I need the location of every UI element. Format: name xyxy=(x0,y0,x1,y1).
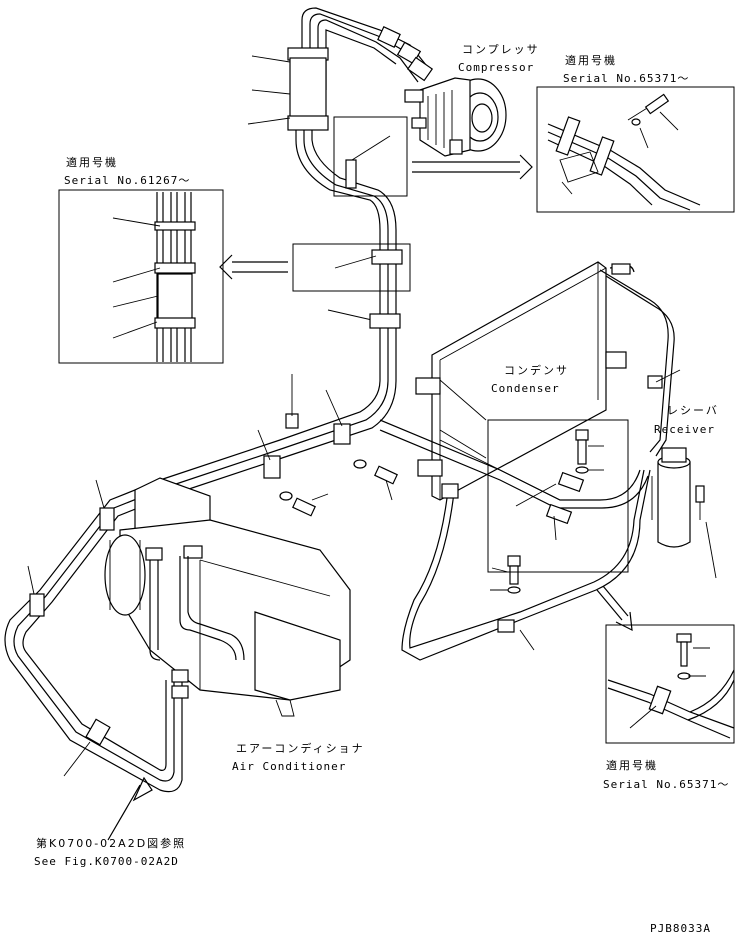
serial-bottom-right-en: Serial No.65371～ xyxy=(603,778,729,791)
compressor xyxy=(404,54,507,157)
condenser-label-jp: コンデンサ xyxy=(504,363,569,377)
serial-top-right-en: Serial No.65371～ xyxy=(563,72,689,85)
serial-top-right-jp: 適用号機 xyxy=(565,53,617,67)
compressor-label-jp: コンプレッサ xyxy=(462,43,540,56)
see-figure-label-jp: 第K0700-02A2D図参照 xyxy=(36,836,186,850)
hardware-condenser xyxy=(487,419,629,651)
serial-top-left-jp: 適用号機 xyxy=(66,155,118,169)
condenser-label-en: Condenser xyxy=(491,382,560,395)
receiver-label-jp: レシーバ xyxy=(667,404,719,417)
serial-top-left-en: Serial No.61267～ xyxy=(64,174,190,187)
air-conditioner-unit xyxy=(104,477,351,717)
hose-bundle-upper xyxy=(247,47,411,380)
air-conditioner-label-en: Air Conditioner xyxy=(232,760,346,773)
see-figure-label-en: See Fig.K0700-02A2D xyxy=(34,855,179,868)
drawing-code: PJB8033A xyxy=(650,922,711,935)
hose-bundle-lower xyxy=(4,374,487,793)
receiver-piping xyxy=(379,263,681,661)
detail-box-top-right xyxy=(536,86,735,213)
serial-bottom-right-jp: 適用号機 xyxy=(606,758,658,772)
receiver-label-en: Receiver xyxy=(654,423,715,436)
detail-box-bottom-right xyxy=(605,624,735,744)
detail-box-top-left xyxy=(58,189,224,364)
condenser xyxy=(415,261,627,501)
receiver xyxy=(651,447,717,579)
compressor-label-en: Compressor xyxy=(458,61,534,74)
air-conditioner-label-jp: エアーコンディショナ xyxy=(236,741,365,755)
